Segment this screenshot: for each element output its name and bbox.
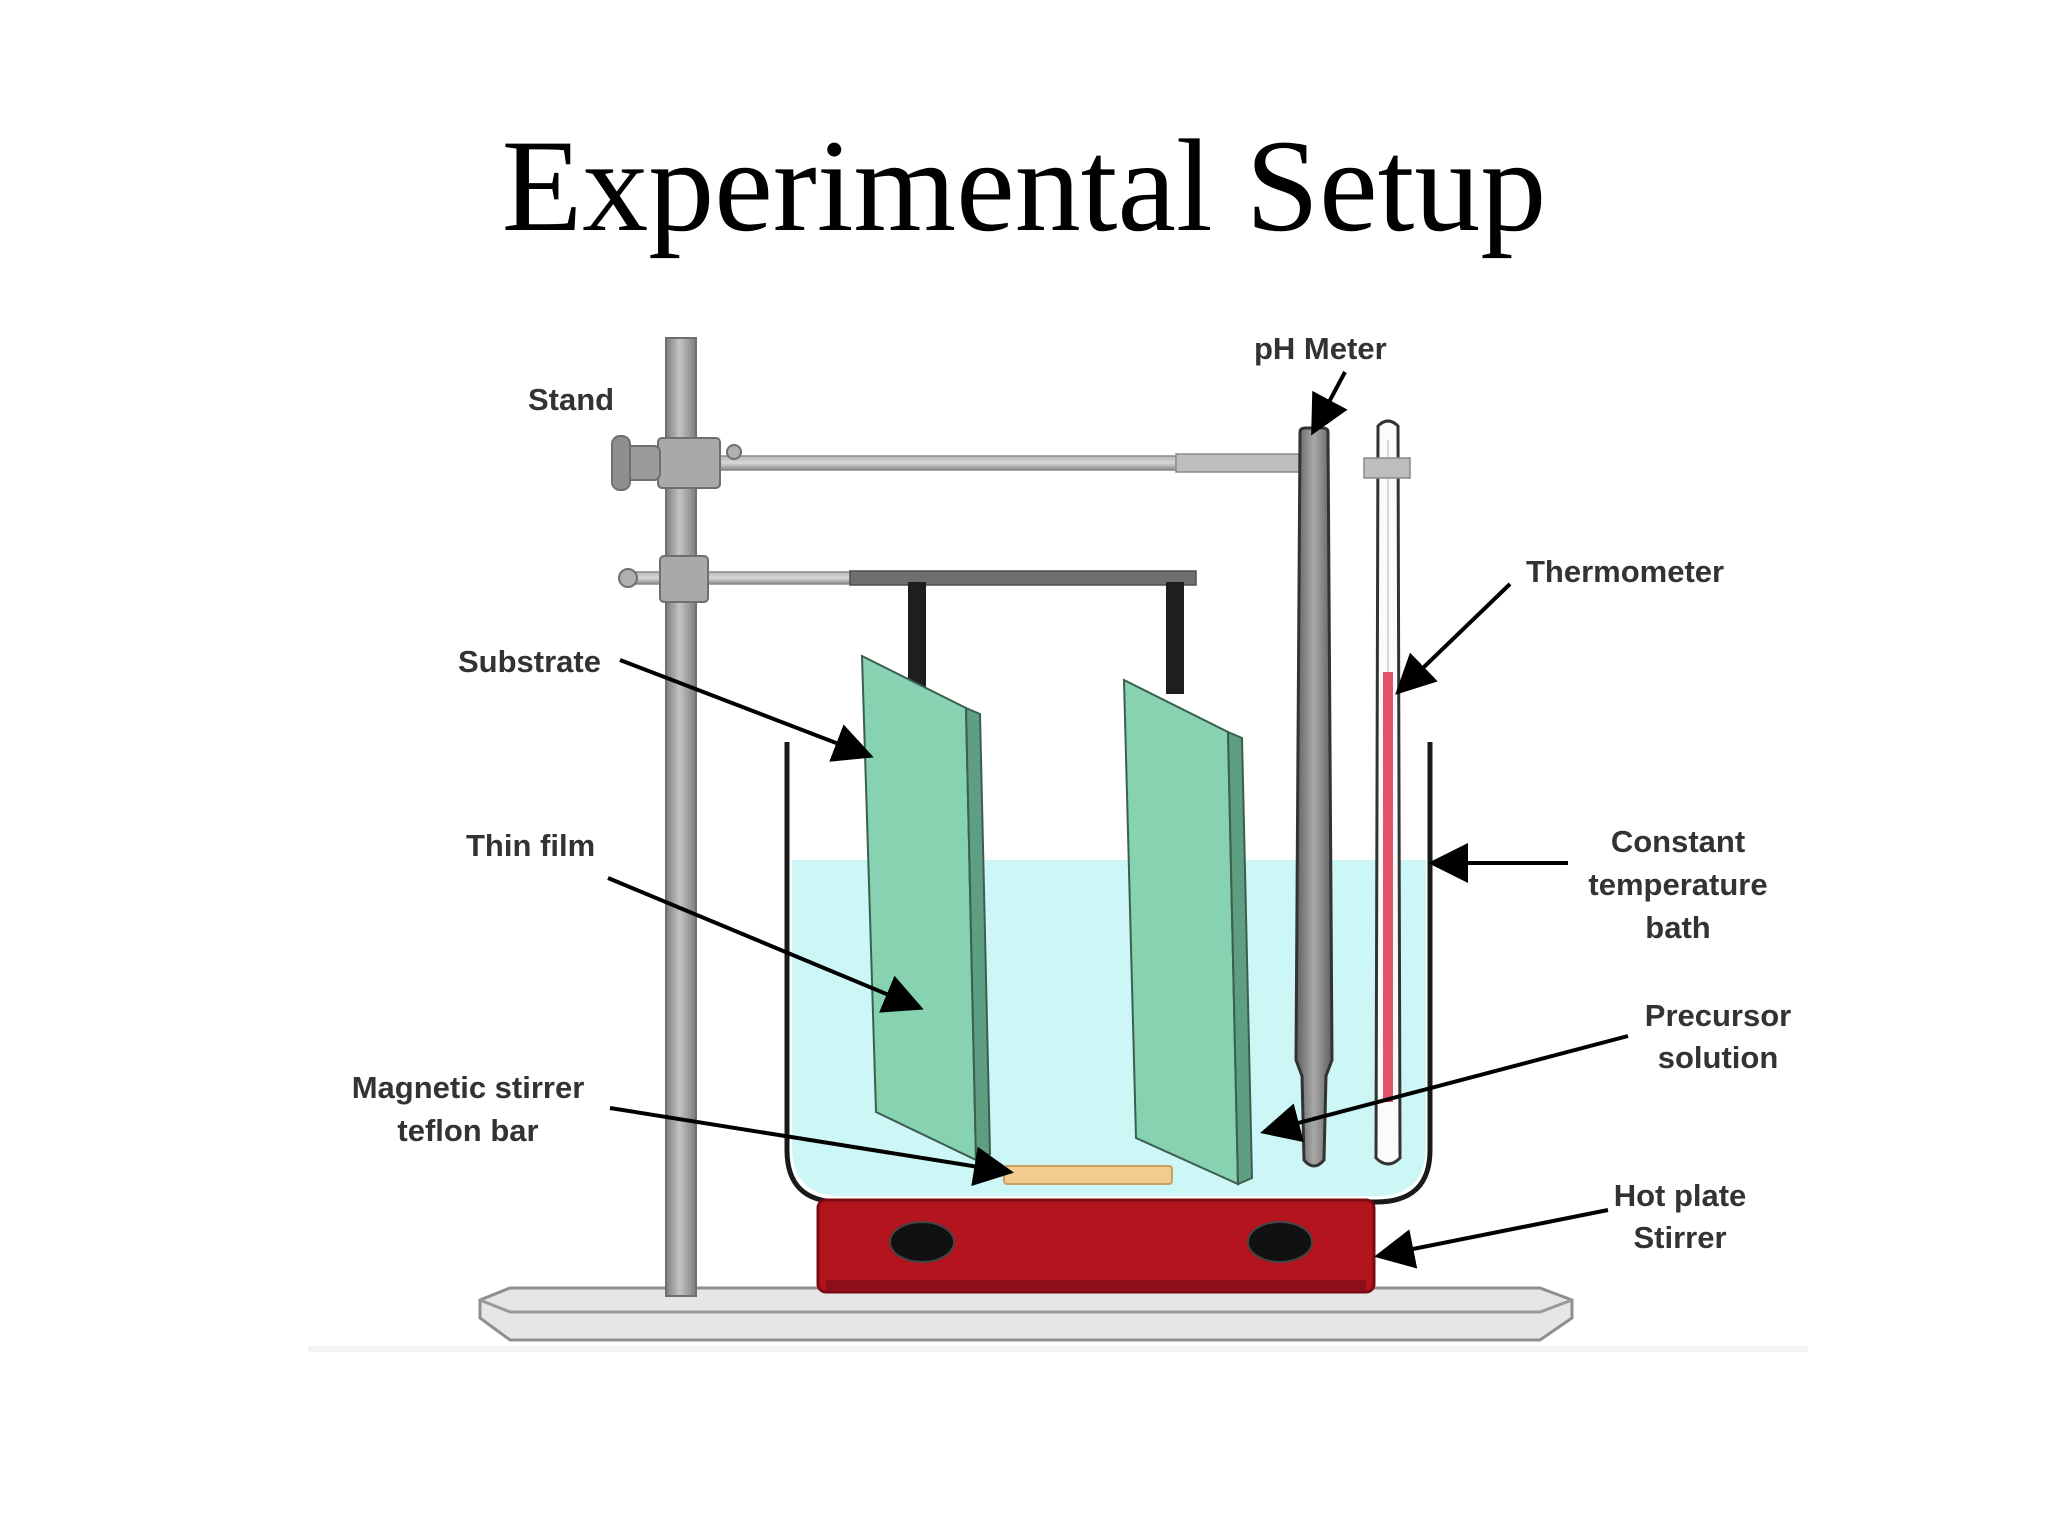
substrate-slide-right xyxy=(1122,678,1254,1186)
label-hot-plate-line-2: Stirrer xyxy=(1633,1220,1726,1255)
hot-plate-knob-left xyxy=(889,1221,955,1263)
upper-boss-knob xyxy=(611,435,631,491)
arrow-hot-plate xyxy=(1374,1208,1609,1269)
holder-bar xyxy=(849,570,1197,586)
label-thermometer: Thermometer xyxy=(1526,554,1724,589)
label-stirrer-bar-line-2: teflon bar xyxy=(397,1113,538,1148)
upper-clamp-extension xyxy=(1175,453,1317,473)
label-bath-line-1: Constant xyxy=(1611,824,1745,859)
ph-meter-probe xyxy=(1294,426,1334,1168)
lower-boss-head xyxy=(659,555,709,603)
label-precursor-line-1: Precursor xyxy=(1645,998,1791,1033)
label-ph-meter: pH Meter xyxy=(1254,331,1387,366)
arrow-ph-meter xyxy=(1311,371,1348,436)
thermometer xyxy=(1363,419,1411,1166)
label-substrate: Substrate xyxy=(458,644,601,679)
hot-plate-knob-right xyxy=(1247,1221,1313,1263)
stand-base-top-edge xyxy=(479,1298,1573,1314)
label-hot-plate-line-1: Hot plate xyxy=(1614,1178,1747,1213)
stand-base xyxy=(478,1286,1574,1342)
substrate-slide-left xyxy=(860,654,992,1162)
stand-rod xyxy=(665,337,697,1297)
page-title: Experimental Setup xyxy=(501,112,1547,259)
label-thin-film: Thin film xyxy=(466,828,595,863)
label-precursor-line-2: solution xyxy=(1658,1040,1779,1075)
hot-plate xyxy=(816,1198,1376,1294)
label-stand: Stand xyxy=(528,382,614,417)
image-backdrop xyxy=(308,1346,1808,1352)
holder-arm-left xyxy=(908,582,926,690)
label-bath-line-2: temperature xyxy=(1588,867,1767,902)
arrow-thermometer xyxy=(1395,582,1512,695)
stirrer-bar xyxy=(1003,1165,1173,1185)
upper-boss-head xyxy=(657,437,721,489)
arrow-precursor xyxy=(1260,1034,1629,1143)
label-stirrer-bar-line-1: Magnetic stirrer xyxy=(352,1070,585,1105)
arrow-stirrer-bar xyxy=(609,1106,1014,1187)
upper-boss-pin xyxy=(726,444,742,460)
arrow-thin-film xyxy=(607,876,924,1013)
label-bath-line-3: bath xyxy=(1645,910,1710,945)
arrow-substrate xyxy=(619,658,874,762)
lower-clamp-knob xyxy=(618,568,638,588)
holder-arm-right xyxy=(1166,582,1184,694)
